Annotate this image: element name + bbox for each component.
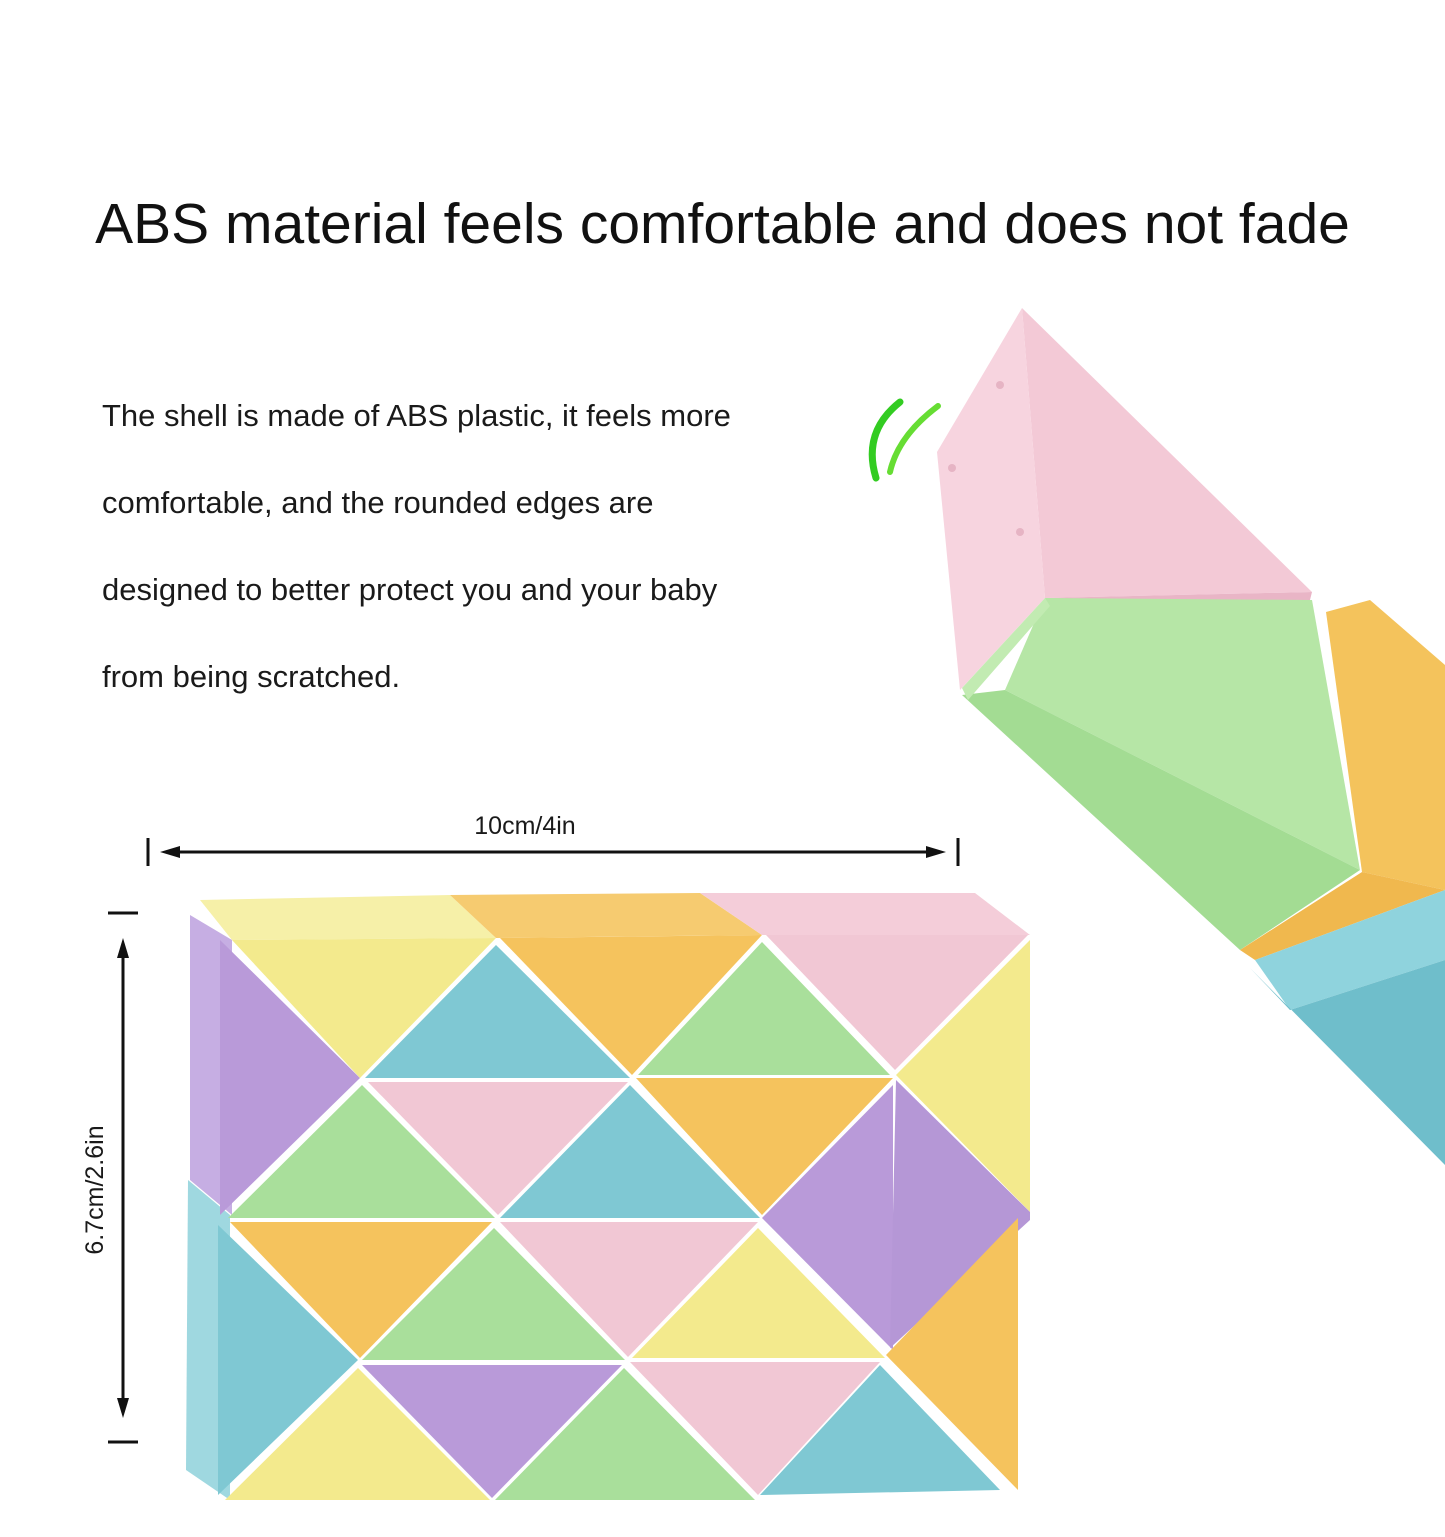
tile-pink [630,1362,880,1495]
tile-pink [368,1082,628,1215]
tile-orange [230,1222,492,1358]
top-face-pink [700,893,1030,935]
blue-prism-front [1250,960,1445,1165]
top-face-orange [450,893,762,938]
blue-prism-top [1255,890,1445,1010]
pink-prism-face [1022,308,1312,598]
height-dimension-label: 6.7cm/2.6in [81,1125,109,1255]
description-line: The shell is made of ABS plastic, it fee… [102,398,731,433]
orange-prism-edge [1240,872,1445,960]
orange-prism [1326,600,1445,890]
tile-green [495,1368,755,1500]
page-title: ABS material feels comfortable and does … [95,192,1350,256]
description-line: from being scratched. [102,659,401,694]
tile-yellow [232,938,496,1078]
width-dimension-arrow [146,838,960,866]
product-description: The shell is made of ABS plastic, it fee… [102,372,842,720]
tile-green [638,942,890,1075]
description-line: designed to better protect you and your … [102,572,718,607]
tile-purple [762,1085,893,1350]
tile-orange [886,1218,1018,1490]
tile-blue [760,1365,1000,1495]
tile-yellow [632,1228,885,1358]
width-dimension-label: 10cm/4in [474,812,576,840]
tile-orange [500,935,762,1075]
green-prism-front [962,690,1360,950]
pink-prism-dot [1016,528,1024,536]
tile-yellow [225,1368,490,1500]
green-prism-top [1005,598,1360,870]
description-line: comfortable, and the rounded edges are [102,485,654,520]
tile-purple [362,1365,622,1498]
snake-puzzle-segment [937,308,1445,1165]
pink-prism-dot [948,464,956,472]
snake-puzzle-block [186,893,1030,1500]
tile-blue [500,1085,760,1218]
tile-purple [220,940,360,1215]
top-face-yellow [200,895,496,940]
tile-pink [500,1222,758,1357]
tile-blue [218,1225,358,1495]
tile-green [362,1228,625,1360]
tile-green [228,1085,495,1218]
tile-orange [636,1078,893,1215]
tile-pink [766,935,1028,1070]
tile-yellow [896,940,1030,1212]
pink-prism-dot [996,381,1004,389]
tile-blue [365,945,630,1078]
motion-swoosh-icon [868,398,941,482]
green-prism-rim [962,598,1050,700]
pink-prism-side [937,308,1045,690]
height-dimension-arrow [108,911,138,1444]
tile-purple-side [890,1080,1030,1348]
